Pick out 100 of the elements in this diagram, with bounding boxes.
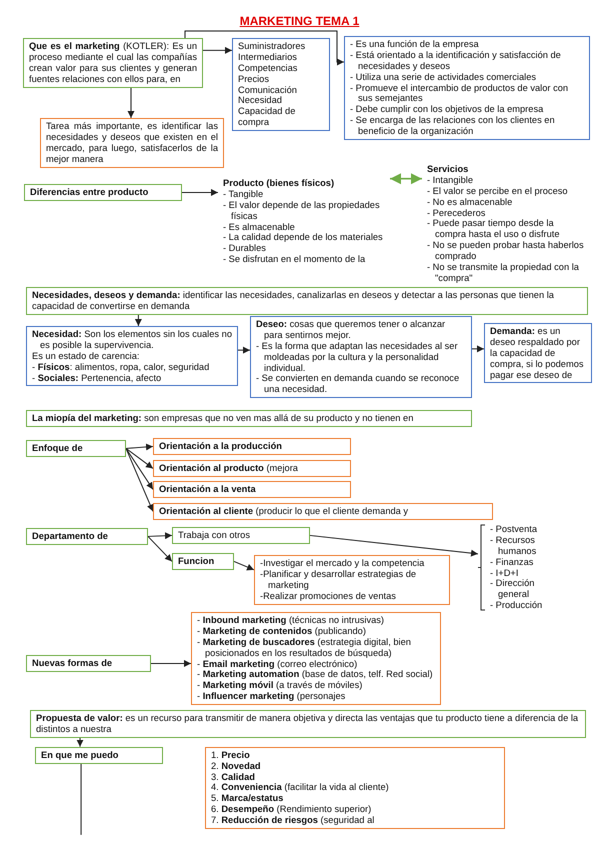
list-item: - Intangible bbox=[427, 174, 474, 186]
list-item: - El valor depende de las propiedades físicas bbox=[223, 200, 381, 222]
concept-box bbox=[26, 410, 472, 427]
list-item: - Durables bbox=[223, 243, 267, 254]
heading: Nuevas formas de bbox=[32, 658, 114, 669]
box-text: 3. Calidad bbox=[211, 772, 256, 782]
heading: Departamento de bbox=[32, 531, 109, 542]
list-item: - Es una función de la empresa bbox=[350, 39, 480, 50]
box-text: Tarea más importante, es identificar las necesidades y deseos que existen en el mercado, para luego, satisfacerlos de la mejor manera bbox=[46, 121, 218, 164]
concept-box bbox=[26, 655, 151, 672]
arrow bbox=[126, 448, 154, 469]
arrow bbox=[234, 560, 254, 570]
arrow bbox=[128, 87, 134, 118]
list-item: - Físicos: alimentos, ropa, calor, seguridad bbox=[32, 362, 210, 372]
list-item: - Se convierten en demanda cuando se reconoce una necesidad. bbox=[256, 373, 460, 396]
list-item: - Sociales: Pertenencia, afecto bbox=[32, 372, 162, 384]
box-text: Capacidad de compra bbox=[238, 106, 296, 128]
concept-box bbox=[30, 710, 586, 738]
list-item: - Dirección general bbox=[490, 578, 536, 600]
box-text: Trabaja con otros bbox=[178, 530, 252, 541]
concept-box bbox=[23, 38, 203, 88]
concept-box bbox=[250, 316, 472, 398]
concept-box bbox=[153, 438, 351, 455]
list-item: - Perecederos bbox=[427, 208, 486, 218]
box-text: Competencias bbox=[238, 62, 298, 74]
box-text: Propuesta de valor: es un recurso para transmitir de manera objetiva y directa las ventajas que tu producto tiene a diferencia de la bbox=[36, 713, 580, 724]
list-item: - Email marketing (correo electrónico) bbox=[197, 658, 358, 670]
list-item: - Promueve el intercambio de productos de valor con sus semejantes bbox=[350, 82, 570, 104]
list-item: - Marketing automation (base de datos, telf. Red social) bbox=[197, 669, 434, 680]
arrow bbox=[126, 448, 154, 512]
heading: Orientación a la venta bbox=[159, 484, 257, 495]
box-text: Suministradores bbox=[238, 41, 306, 52]
arrow bbox=[150, 660, 192, 667]
box-text: Comunicación bbox=[238, 84, 298, 96]
arrow bbox=[238, 346, 250, 354]
concept-box bbox=[484, 323, 592, 384]
list-item: Deseo: cosas que queremos tener o alcanzar para sentirnos mejor. bbox=[256, 319, 446, 341]
concept-box bbox=[153, 481, 351, 498]
list-item: - Recursos humanos bbox=[490, 534, 538, 557]
list-item: - La calidad depende de los materiales bbox=[223, 232, 384, 244]
box-text: distintos a nuestra bbox=[36, 724, 112, 735]
list-item: - Es almacenable bbox=[223, 222, 296, 232]
concept-box bbox=[26, 440, 126, 457]
concept-box bbox=[40, 118, 224, 168]
arrow bbox=[310, 534, 478, 557]
list-item: - Se disfrutan en el momento de la bbox=[223, 254, 366, 265]
list-item: - El valor se percibe en el proceso bbox=[427, 186, 569, 197]
concept-box bbox=[232, 38, 330, 131]
list-item: - Se encarga de las relaciones con los clientes en beneficio de la organización bbox=[350, 115, 556, 137]
heading: Producto (bienes físicos) bbox=[223, 178, 336, 189]
list-item: - Utiliza una serie de actividades comerciales bbox=[350, 72, 538, 82]
box-text: Orientación al cliente (producir lo que el cliente demanda y bbox=[159, 506, 410, 517]
box-text: Necesidades, deseos y demanda: identificar las necesidades, canalizarlas en deseos y detectar a las personas que tienen la capacidad de convertirse en demanda bbox=[32, 290, 555, 312]
arrow bbox=[148, 536, 172, 562]
list-item: - Puede pasar tiempo desde la compra hasta el uso o disfrute bbox=[427, 218, 561, 240]
arrow bbox=[184, 30, 344, 66]
list-item: - Finanzas bbox=[490, 556, 534, 568]
box-text: 6. Desempeño (Rendimiento superior) bbox=[211, 804, 372, 815]
box-text: Precios bbox=[238, 74, 270, 84]
list-item: - Inbound marketing (técnicas no intrusivas) bbox=[197, 615, 386, 626]
box-text: Necesidad bbox=[238, 95, 283, 106]
concept-box bbox=[344, 36, 590, 140]
list-item: - No se transmite la propiedad con la "compra" bbox=[427, 262, 580, 284]
list-item: - Influencer marketing (personajes bbox=[197, 691, 346, 702]
arrow bbox=[182, 188, 218, 196]
list-item: - Tangible bbox=[223, 188, 264, 200]
list-item: - Está orientado a la identificación y satisfacción de necesidades y deseos bbox=[350, 50, 562, 72]
concept-box bbox=[153, 503, 493, 520]
heading: Enfoque de bbox=[32, 443, 84, 454]
box-text: 1. Precio bbox=[211, 750, 251, 761]
concept-box bbox=[254, 555, 450, 604]
box-text: 5. Marca/estatus bbox=[211, 793, 284, 804]
list-item: - No es almacenable bbox=[427, 196, 514, 208]
concept-box bbox=[172, 553, 234, 570]
list-item: - Producción bbox=[490, 600, 544, 611]
list-item: -Realizar promociones de ventas bbox=[260, 590, 397, 602]
concept-box bbox=[26, 287, 588, 315]
concept-box bbox=[26, 326, 238, 386]
concept-box bbox=[26, 528, 148, 545]
list-item: - Marketing de buscadores (estrategia digital, bien posicionados en los resultados de búsqueda) bbox=[197, 636, 412, 658]
heading: Servicios bbox=[427, 164, 470, 175]
list-item: - I+D+I bbox=[490, 568, 520, 578]
concept-box bbox=[172, 527, 310, 544]
box-text: Que es el marketing (KOTLER): Es un proceso mediante el cual las compañías crean valor para sus clientes y generan fuentes relaciones con ellos para, en bbox=[29, 41, 197, 84]
list-item: - Marketing móvil (a través de móviles) bbox=[197, 680, 364, 692]
list-item: - Es la forma que adaptan las necesidades al ser moldeadas por la cultura y la personalidad individual. bbox=[256, 340, 459, 374]
box-text: 2. Novedad bbox=[211, 760, 262, 772]
heading: En que me puedo bbox=[41, 750, 120, 761]
arrow bbox=[472, 345, 484, 352]
double-arrow bbox=[390, 173, 422, 184]
list-item: - No se pueden probar hasta haberlos comprado bbox=[427, 240, 585, 262]
list-item: - Marketing de contenidos (publicando) bbox=[197, 626, 367, 637]
box-text: 4. Conveniencia (facilitar la vida al cliente) bbox=[211, 782, 390, 794]
box-text: Intermediarios bbox=[238, 52, 298, 63]
list-item: -Planificar y desarrollar estrategias de marketing bbox=[260, 568, 418, 591]
list-item: Es un estado de carencia: bbox=[32, 350, 140, 362]
concept-box bbox=[35, 746, 163, 764]
arrow bbox=[148, 532, 172, 540]
arrow bbox=[202, 46, 232, 54]
arrow bbox=[126, 443, 154, 450]
